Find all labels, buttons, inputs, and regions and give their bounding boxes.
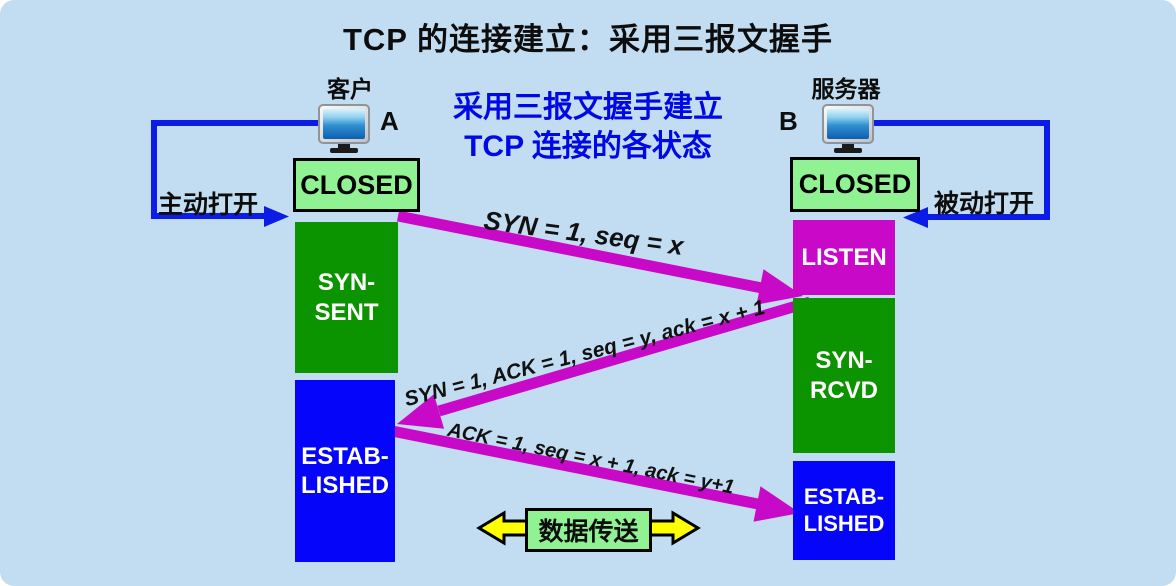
server-computer-icon [822, 104, 874, 153]
subtitle-line2: TCP 连接的各状态 [464, 130, 712, 163]
monitor-neck [842, 144, 854, 148]
monitor-base [330, 148, 358, 153]
state-line: SENT [314, 298, 379, 326]
server-host-label: 服务器 [811, 76, 881, 102]
client-host-id: A [380, 106, 399, 136]
passive-open-label: 被动打开 [934, 190, 1035, 218]
state-line: SYN- [317, 269, 376, 297]
data-transfer-right-arrow-icon [645, 510, 701, 546]
data-transfer-box: 数据传送 [525, 508, 652, 552]
monitor-base [834, 148, 862, 153]
client-computer-icon [318, 104, 370, 153]
client-host-label: 客户 [327, 76, 373, 102]
server-state-closed: CLOSED [790, 157, 920, 212]
monitor-neck [338, 144, 350, 148]
client-state-syn-sent: SYN- SENT [295, 222, 398, 373]
syn-arrow [396, 210, 803, 305]
active-open-label: 主动打开 [158, 191, 259, 219]
subtitle-line1: 采用三报文握手建立 [453, 91, 723, 124]
state-line: ESTAB- [803, 483, 885, 509]
state-line: ESTAB- [301, 442, 389, 470]
ack-arrow [390, 425, 800, 522]
client-state-closed: CLOSED [293, 158, 420, 212]
state-line: LISHED [300, 472, 389, 499]
server-host-id: B [779, 106, 798, 136]
monitor-screen [323, 109, 365, 139]
subtitle: 采用三报文握手建立 TCP 连接的各状态 [408, 88, 768, 166]
state-line: SYN- [815, 347, 873, 375]
server-state-established: ESTAB- LISHED [793, 461, 895, 560]
synack-arrow [397, 296, 812, 429]
data-transfer-left-arrow-icon [476, 510, 532, 546]
server-passive-open-arrow [868, 120, 1050, 228]
monitor-frame [318, 104, 370, 144]
monitor-screen [827, 109, 869, 139]
server-state-listen: LISTEN [793, 220, 895, 295]
client-state-established: ESTAB- LISHED [295, 380, 395, 562]
page-title: TCP 的连接建立：采用三报文握手 [342, 22, 834, 57]
state-line: RCVD [809, 376, 878, 404]
state-line: LISHED [803, 510, 885, 536]
server-state-syn-rcvd: SYN- RCVD [793, 298, 895, 453]
monitor-frame [822, 104, 874, 144]
client-active-open-arrow [151, 120, 322, 227]
